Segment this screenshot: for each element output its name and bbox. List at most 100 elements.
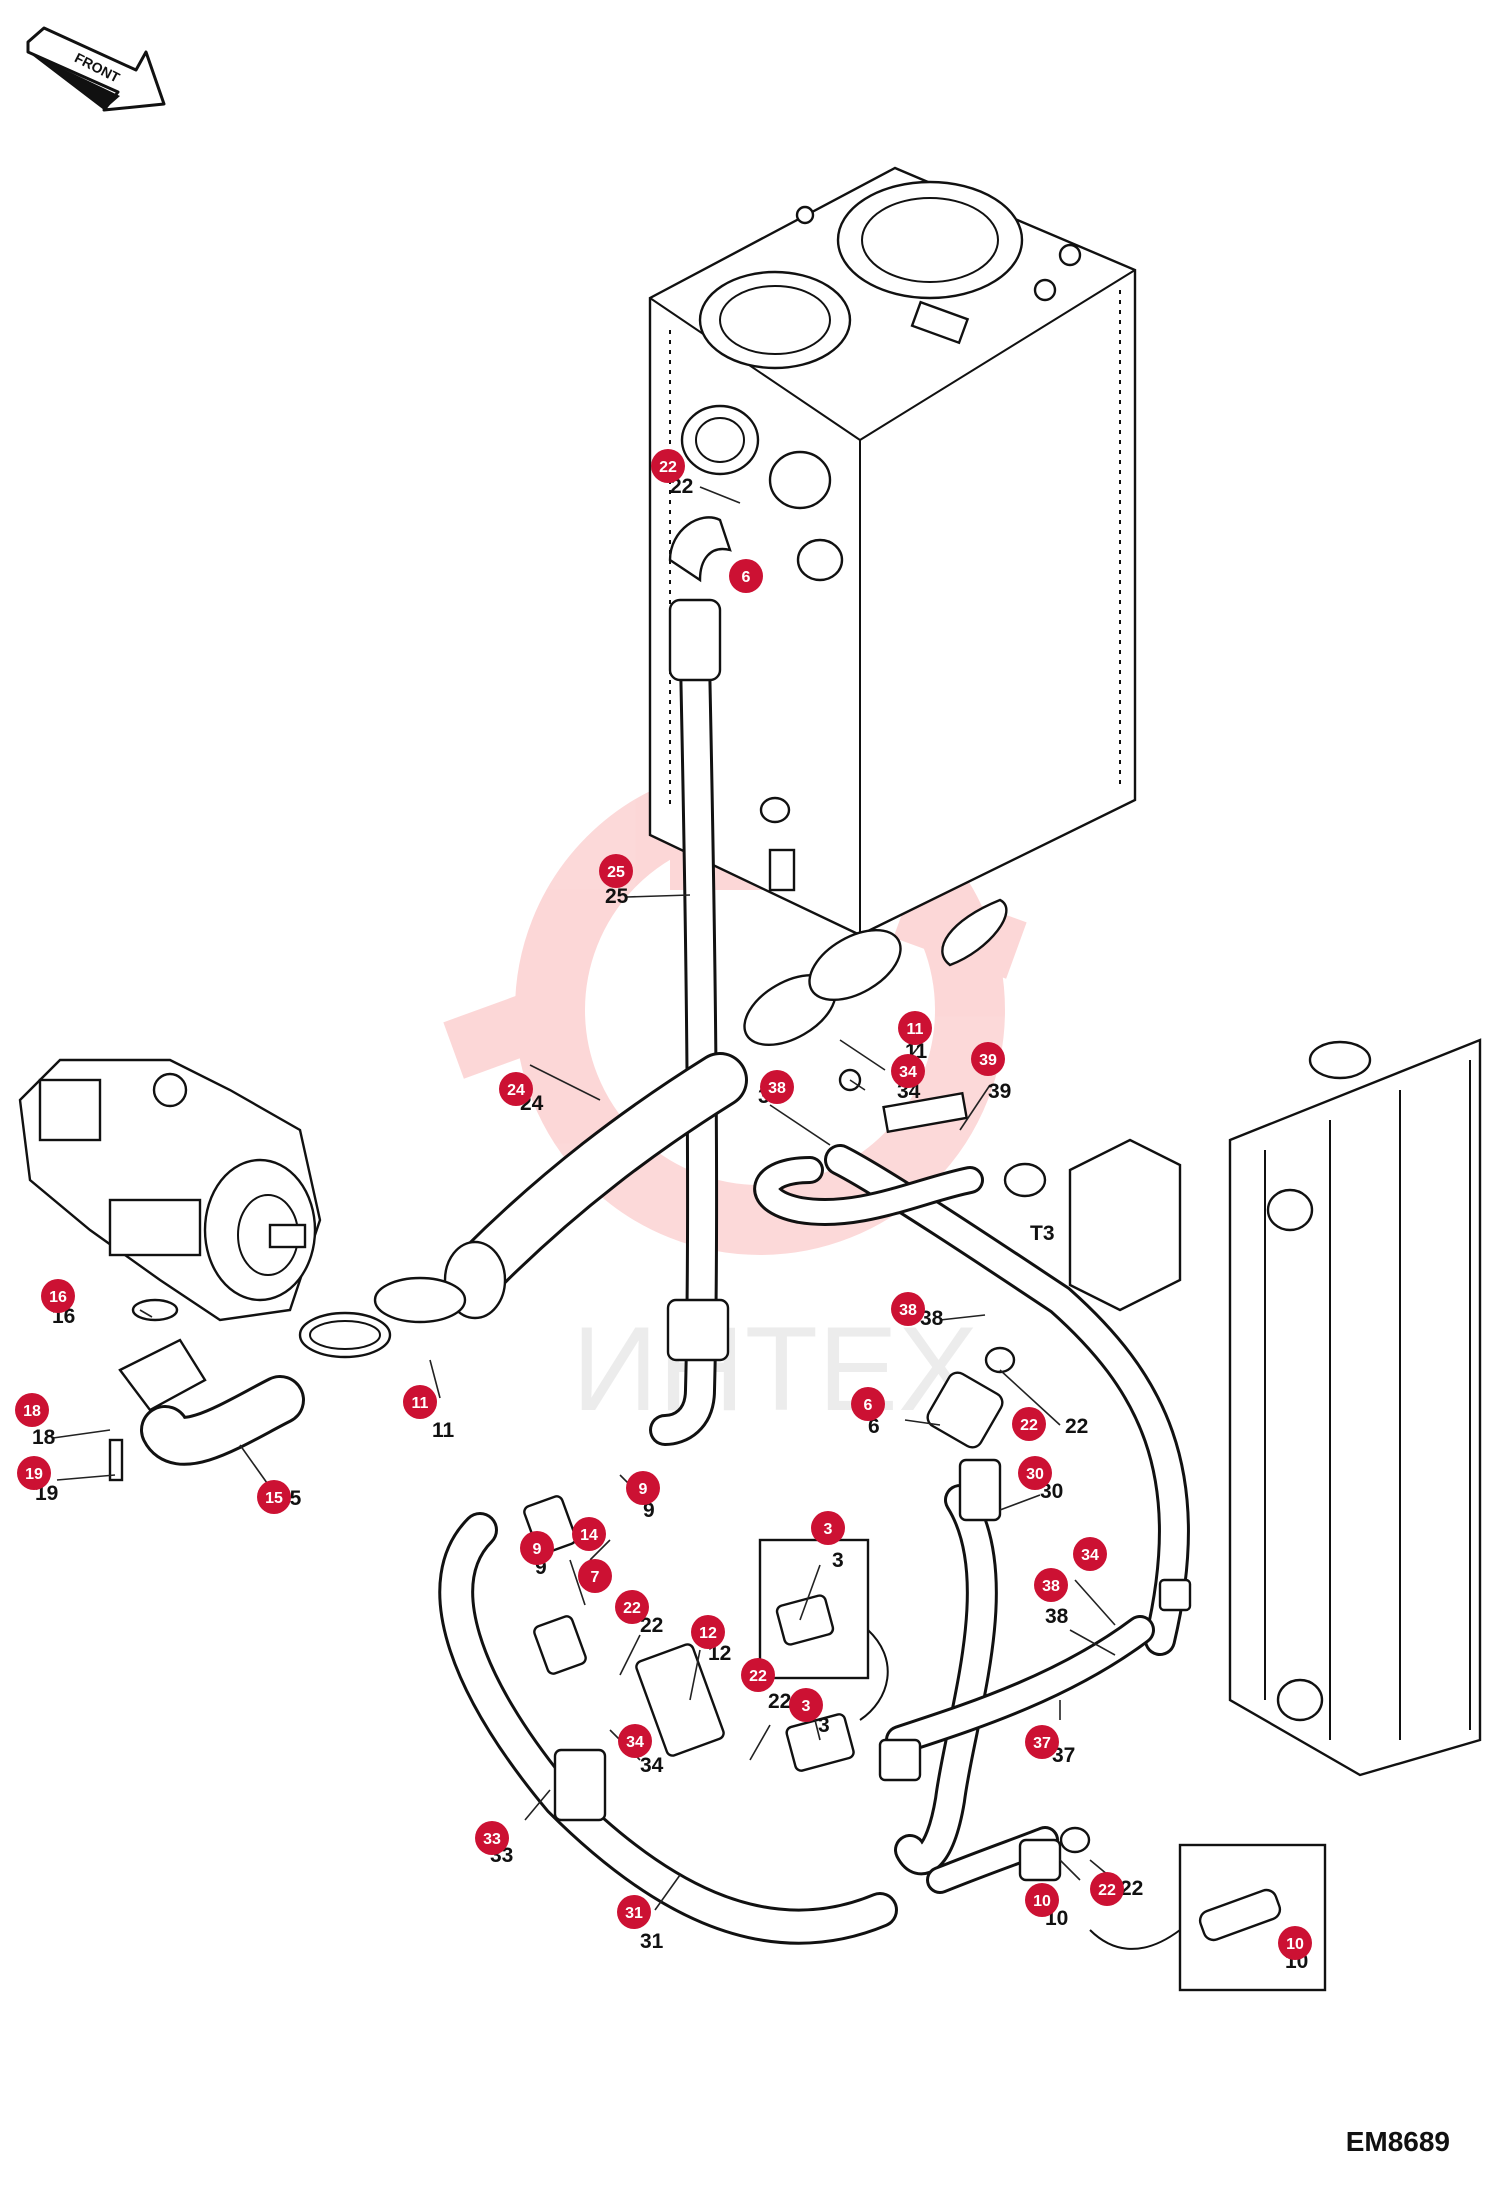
- callout-3-detail[interactable]: 3: [811, 1511, 845, 1545]
- label-37: 37: [1052, 1744, 1075, 1767]
- svg-text:16: 16: [49, 1289, 67, 1306]
- svg-text:38: 38: [899, 1302, 917, 1319]
- svg-text:7: 7: [591, 1569, 600, 1586]
- callout-38-upper[interactable]: 38: [760, 1070, 794, 1104]
- front-direction-arrow: FRONT: [26, 26, 166, 112]
- callout-15[interactable]: 15: [257, 1480, 291, 1514]
- svg-text:38: 38: [768, 1080, 786, 1097]
- svg-text:22: 22: [659, 459, 677, 476]
- callout-10-lower[interactable]: 10: [1025, 1883, 1059, 1917]
- svg-text:33: 33: [483, 1831, 501, 1848]
- callout-6-mid[interactable]: 6: [851, 1387, 885, 1421]
- callout-22-tank[interactable]: 22: [651, 449, 685, 483]
- label-22-right: 22: [1120, 1877, 1143, 1900]
- port-label-t3: T3: [1030, 1222, 1055, 1245]
- svg-text:22: 22: [623, 1600, 641, 1617]
- callout-11-upper[interactable]: 11: [898, 1011, 932, 1045]
- callout-25[interactable]: 25: [599, 854, 633, 888]
- svg-text:10: 10: [1033, 1893, 1051, 1910]
- svg-text:9: 9: [639, 1481, 648, 1498]
- callout-38-mid[interactable]: 38: [891, 1292, 925, 1326]
- label-22-mid: 22: [1065, 1415, 1088, 1438]
- svg-text:3: 3: [824, 1521, 833, 1538]
- drawing-code: EM8689: [1345, 2126, 1450, 2157]
- callout-11-lower[interactable]: 11: [403, 1385, 437, 1419]
- fittings: [108, 516, 1192, 1882]
- label-6-mid: 6: [868, 1415, 880, 1438]
- callout-bubbles: 22 6 25 11 34 39 38 24 16 11 18 19 15 38…: [15, 449, 1312, 1960]
- svg-text:18: 18: [23, 1403, 41, 1420]
- callout-6-tank[interactable]: 6: [729, 559, 763, 593]
- callout-22-center[interactable]: 22: [741, 1658, 775, 1692]
- svg-text:11: 11: [412, 1395, 429, 1412]
- label-9-upper: 9: [643, 1499, 655, 1522]
- callout-9-upper[interactable]: 9: [626, 1471, 660, 1505]
- callout-22-left[interactable]: 22: [615, 1590, 649, 1624]
- label-22-center: 22: [768, 1690, 791, 1713]
- callout-10-detail[interactable]: 10: [1278, 1926, 1312, 1960]
- label-11-lower: 11: [432, 1419, 455, 1442]
- svg-text:34: 34: [626, 1734, 644, 1751]
- label-38-lower: 38: [1045, 1605, 1069, 1628]
- svg-text:34: 34: [899, 1064, 917, 1081]
- detail-box-3: [758, 1538, 889, 1721]
- callout-3-center[interactable]: 3: [789, 1688, 823, 1722]
- label-18: 18: [32, 1426, 56, 1449]
- label-34-lower: 34: [640, 1754, 664, 1777]
- label-39: 39: [988, 1080, 1011, 1103]
- callout-22-right[interactable]: 22: [1090, 1872, 1124, 1906]
- svg-text:3: 3: [802, 1698, 811, 1715]
- hydraulic-tank: [648, 166, 1137, 967]
- callout-24[interactable]: 24: [499, 1072, 533, 1106]
- label-38-mid: 38: [920, 1307, 944, 1330]
- callout-7[interactable]: 7: [578, 1559, 612, 1593]
- callout-16[interactable]: 16: [41, 1279, 75, 1313]
- callout-37[interactable]: 37: [1025, 1725, 1059, 1759]
- svg-text:22: 22: [749, 1668, 767, 1685]
- svg-text:22: 22: [1020, 1417, 1038, 1434]
- svg-text:34: 34: [1081, 1547, 1099, 1564]
- callout-39[interactable]: 39: [971, 1042, 1005, 1076]
- label-3-detail: 3: [832, 1549, 844, 1572]
- label-22-left: 22: [640, 1614, 663, 1637]
- svg-text:10: 10: [1286, 1936, 1304, 1953]
- svg-text:11: 11: [907, 1021, 924, 1038]
- oil-cooler: [1068, 1038, 1482, 1777]
- callout-14[interactable]: 14: [572, 1517, 606, 1551]
- callout-9-lower[interactable]: 9: [520, 1531, 554, 1565]
- hydraulic-pump: [18, 1058, 322, 1322]
- callout-18[interactable]: 18: [15, 1393, 49, 1427]
- callout-12[interactable]: 12: [691, 1615, 725, 1649]
- label-3-center: 3: [818, 1714, 830, 1737]
- svg-text:6: 6: [864, 1397, 873, 1414]
- svg-text:6: 6: [742, 569, 751, 586]
- svg-text:9: 9: [533, 1541, 542, 1558]
- svg-text:14: 14: [580, 1527, 598, 1544]
- svg-text:37: 37: [1033, 1735, 1051, 1752]
- svg-text:25: 25: [607, 864, 625, 881]
- detail-box-10: [1089, 1843, 1327, 1992]
- svg-text:12: 12: [699, 1625, 717, 1642]
- svg-text:15: 15: [265, 1490, 283, 1507]
- callout-33[interactable]: 33: [475, 1821, 509, 1855]
- callout-31[interactable]: 31: [617, 1895, 651, 1929]
- callout-30[interactable]: 30: [1018, 1456, 1052, 1490]
- svg-text:24: 24: [507, 1082, 525, 1099]
- svg-text:30: 30: [1026, 1466, 1044, 1483]
- svg-text:38: 38: [1042, 1578, 1060, 1595]
- callout-34-lower[interactable]: 34: [618, 1724, 652, 1758]
- callout-38-lower[interactable]: 38: [1034, 1568, 1068, 1602]
- svg-text:31: 31: [625, 1905, 643, 1922]
- svg-text:19: 19: [25, 1466, 43, 1483]
- label-25: 25: [605, 885, 629, 908]
- callout-19[interactable]: 19: [17, 1456, 51, 1490]
- callout-34-upper[interactable]: 34: [891, 1054, 925, 1088]
- callout-22-mid[interactable]: 22: [1012, 1407, 1046, 1441]
- label-9-lower: 9: [535, 1556, 547, 1579]
- label-31: 31: [640, 1930, 664, 1953]
- svg-text:39: 39: [979, 1052, 997, 1069]
- callout-34-right[interactable]: 34: [1073, 1537, 1107, 1571]
- svg-text:22: 22: [1098, 1882, 1116, 1899]
